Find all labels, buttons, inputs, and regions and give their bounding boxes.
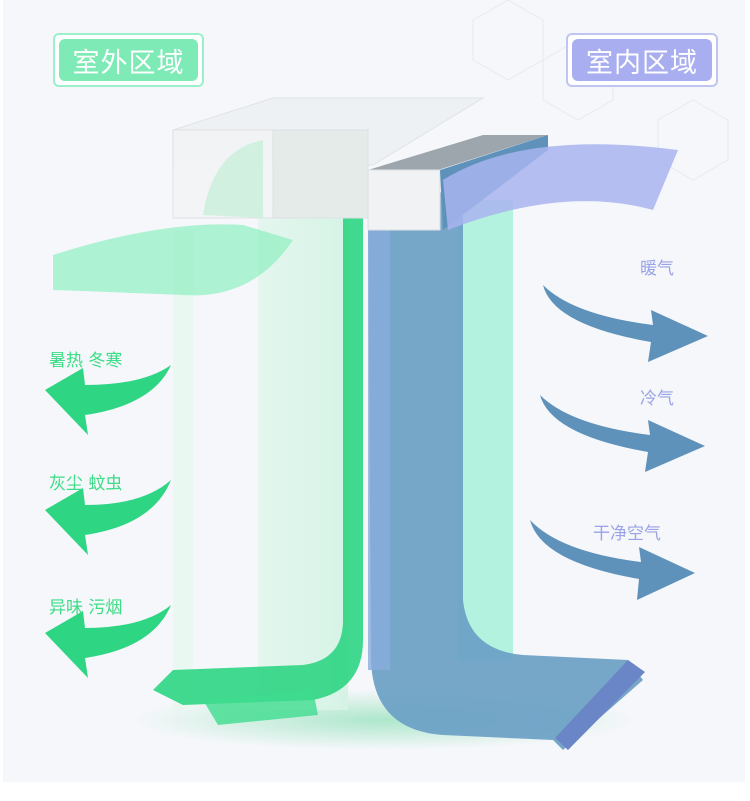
- glass-pane-outer: [173, 230, 193, 710]
- indoor-arrows: [530, 285, 708, 600]
- label-dust-insects: 灰尘 蚊虫: [49, 474, 123, 494]
- green-arrow: [45, 605, 171, 678]
- outdoor-zone-badge: 室外区域: [53, 33, 204, 87]
- blue-arrow: [543, 285, 708, 362]
- label-odor-smoke: 异味 污烟: [49, 598, 123, 618]
- indoor-zone-badge: 室内区域: [566, 33, 718, 87]
- label-cool-air: 冷气: [640, 389, 674, 409]
- glass-pane-inner: [258, 210, 348, 710]
- label-warm-air: 暖气: [640, 259, 674, 279]
- green-arrow: [45, 480, 171, 555]
- label-heat-cold: 暑热 冬寒: [49, 351, 123, 371]
- airflow-diagram: [45, 0, 729, 750]
- green-arrow: [45, 365, 171, 435]
- label-clean-air: 干净空气: [593, 524, 661, 544]
- outdoor-arrows: [45, 365, 171, 678]
- blue-airflow-channel: [368, 190, 643, 750]
- blue-arrow: [530, 520, 695, 600]
- green-airflow-channel: [153, 210, 363, 705]
- indoor-intake-flow: [443, 144, 678, 230]
- outdoor-exhaust-flow: [53, 224, 293, 296]
- ventilator-illustration: 室外区域 室内区域 暑热 冬寒 灰尘 蚊虫 异味 污烟 暖气 冷气 干净空气: [3, 0, 745, 782]
- blue-arrow: [540, 395, 705, 472]
